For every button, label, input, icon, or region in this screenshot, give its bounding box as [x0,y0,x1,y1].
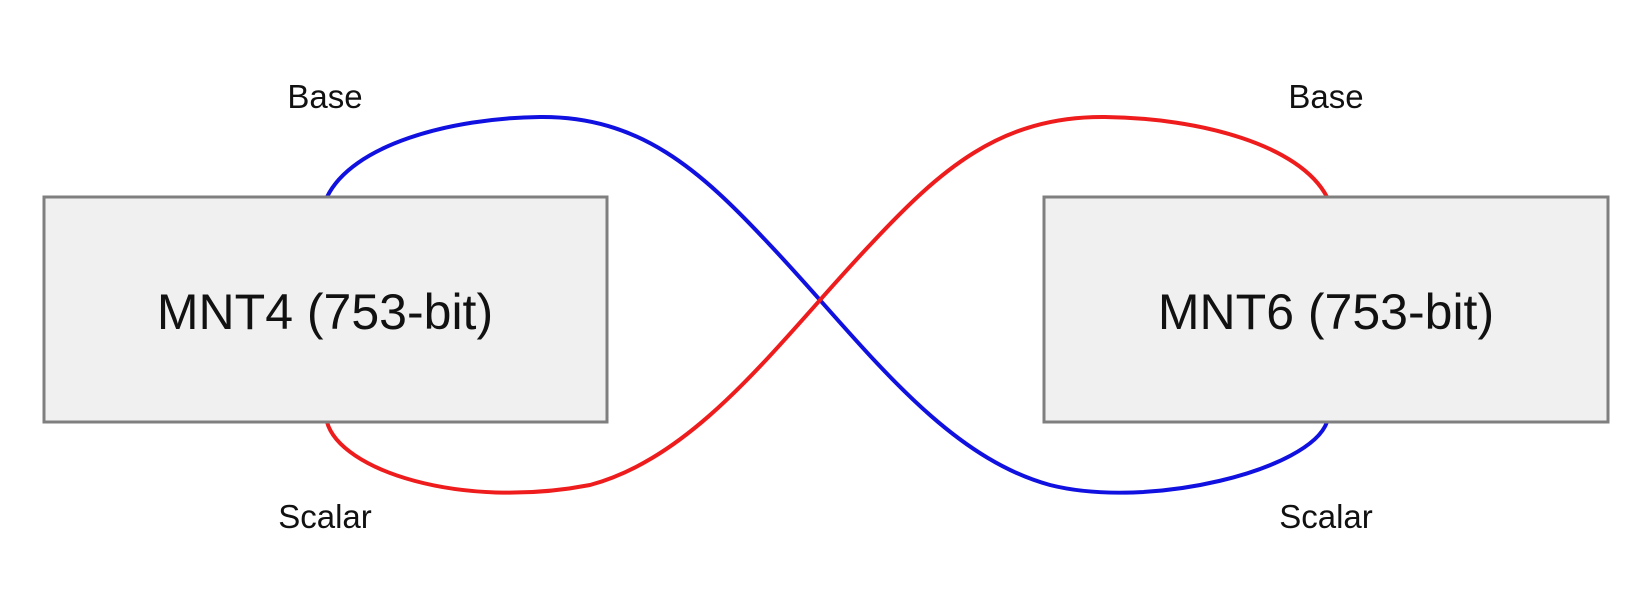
mnt6-scalar-label: Scalar [1279,498,1373,535]
link-mnt4-base-to-mnt6-scalar [325,114,1329,495]
mnt4-label: MNT4 (753-bit) [157,284,493,340]
link-mnt4-scalar-to-mnt6-base [325,114,1329,495]
mnt4-scalar-label: Scalar [278,498,372,535]
mnt6-label: MNT6 (753-bit) [1158,284,1494,340]
mnt4-box [42,195,609,424]
mnt6-box [1042,195,1610,424]
mnt4-base-label: Base [287,78,362,115]
mnt6-base-label: Base [1288,78,1363,115]
